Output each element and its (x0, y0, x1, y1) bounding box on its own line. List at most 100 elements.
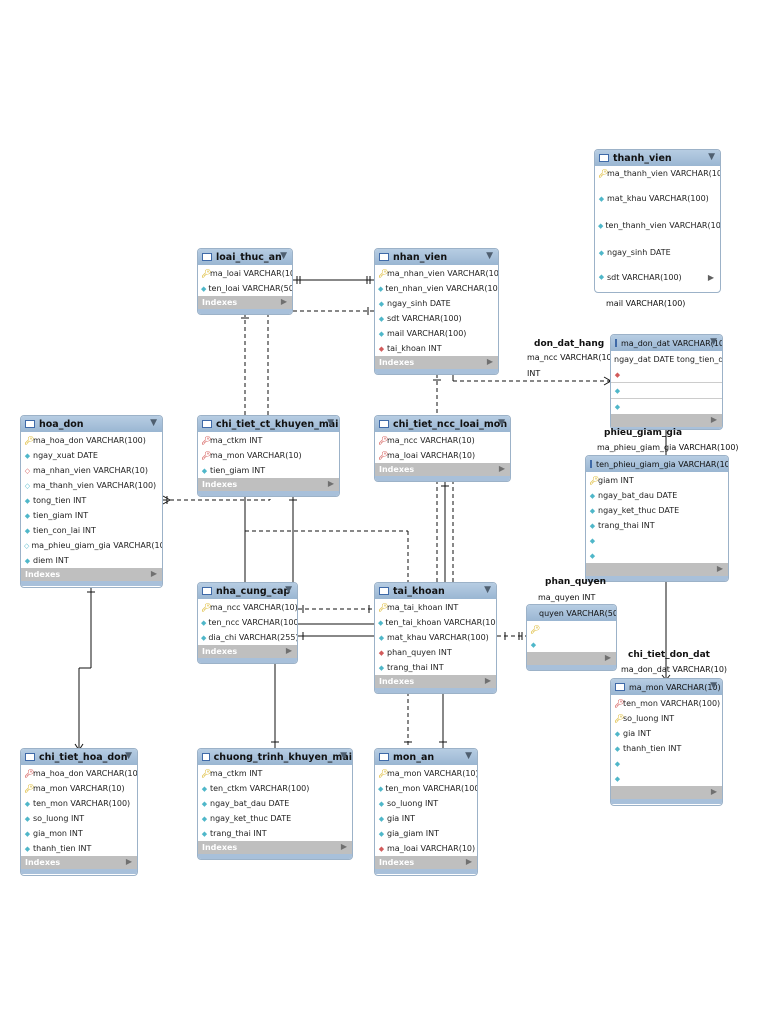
table-chuong-trinh-khuyen-mai[interactable]: chuong_trinh_khuyen_mai▼ 🔑︎ma_ctkm INT ◆… (197, 748, 353, 860)
table-header[interactable]: loai_thuc_an▼ (198, 249, 292, 265)
column[interactable]: ◆ (586, 533, 728, 548)
column[interactable]: ◆trang_thai INT (378, 663, 444, 672)
table-header[interactable]: chi_tiet_ct_khuyen_mai▼ (198, 416, 339, 432)
column[interactable]: 🔑︎ma_tai_khoan INT (378, 602, 459, 612)
expand-arrow-icon[interactable]: ▶ (285, 646, 292, 655)
column[interactable]: 🔑︎ma_hoa_don VARCHAR(100) (24, 435, 146, 445)
collapse-arrow-icon[interactable]: ▼ (708, 152, 715, 162)
column[interactable]: 🔑︎ma_mon VARCHAR(10) (201, 450, 302, 460)
table-header[interactable]: tai_khoan▼ (375, 583, 496, 599)
expand-arrow-icon[interactable]: ▶ (486, 357, 493, 366)
column[interactable]: ◆mat_khau VARCHAR(100) (598, 194, 709, 203)
expand-arrow-icon[interactable]: ▶ (340, 842, 347, 851)
indexes-section[interactable]: Indexes▶ (21, 856, 137, 869)
column[interactable]: ◆ (611, 367, 722, 382)
column[interactable]: 🔑︎ma_ncc VARCHAR(10) (201, 602, 298, 612)
column[interactable]: ◆diem INT (24, 556, 69, 565)
table-tai-khoan[interactable]: tai_khoan▼ 🔑︎ma_tai_khoan INT ◆ten_tai_k… (374, 582, 497, 694)
column[interactable]: ◆phan_quyen INT (378, 648, 452, 657)
column[interactable]: 🔑︎ma_thanh_vien VARCHAR(100) (598, 168, 721, 178)
table-nha-cung-cap[interactable]: nha_cung_cap▼ 🔑︎ma_ncc VARCHAR(10) ◆ten_… (197, 582, 298, 664)
column[interactable]: 🔑︎so_luong INT (614, 713, 675, 723)
column[interactable]: ◆ten_ncc VARCHAR(100) (201, 618, 298, 627)
table-chi-tiet-hoa-don[interactable]: chi_tiet_hoa_don▼ 🔑︎ma_hoa_don VARCHAR(1… (20, 748, 138, 876)
expand-arrow-icon[interactable]: ▶ (484, 676, 491, 685)
collapse-arrow-icon[interactable]: ▼ (710, 681, 717, 691)
column[interactable]: 🔑︎ma_mon VARCHAR(10) (378, 768, 478, 778)
column[interactable]: ◆gia INT (378, 814, 415, 823)
column[interactable]: ◆tai_khoan INT (378, 344, 442, 353)
column[interactable]: ◆tien_giam INT (201, 466, 266, 475)
expand-arrow-icon[interactable]: ▶ (716, 564, 723, 573)
column[interactable]: ngay_dat DATE tong_tien_dat (614, 355, 723, 364)
table-phan-quyen[interactable]: quyen VARCHAR(50) 🔑︎ ◆ ▶ (526, 604, 617, 671)
column[interactable]: ◆ (611, 382, 722, 399)
table-header[interactable]: chuong_trinh_khuyen_mai▼ (198, 749, 352, 765)
indexes-section[interactable]: Indexes▶ (198, 841, 352, 854)
column[interactable]: ◆ngay_bat_dau DATE (201, 799, 290, 808)
column[interactable]: ◆ten_thanh_vien VARCHAR(100) (598, 221, 721, 230)
indexes-section[interactable]: Indexes▶ (375, 356, 498, 369)
expand-arrow-icon[interactable]: ▶ (150, 569, 157, 578)
indexes-section[interactable]: Indexes▶ (375, 463, 510, 476)
collapse-arrow-icon[interactable]: ▼ (710, 337, 717, 347)
column[interactable]: 🔑︎ma_ncc VARCHAR(10) (378, 435, 475, 445)
table-header[interactable]: chi_tiet_ncc_loai_mon▼ (375, 416, 510, 432)
column[interactable]: 🔑︎ma_ctkm INT (201, 768, 263, 778)
column[interactable]: ◆ (586, 548, 728, 563)
column[interactable]: ◆ma_loai VARCHAR(10) (378, 844, 476, 853)
table-chi-tiet-don-dat[interactable]: ma_mon VARCHAR(10)▼ 🔑︎ten_mon VARCHAR(10… (610, 678, 723, 806)
column[interactable]: ◆mail VARCHAR(100) (378, 329, 467, 338)
column[interactable]: ◇ma_thanh_vien VARCHAR(100) (24, 481, 157, 490)
column[interactable]: ◆thanh_tien INT (24, 844, 92, 853)
column[interactable]: ◆ngay_ket_thuc DATE (589, 506, 680, 515)
column[interactable]: ◆sdt VARCHAR(100)▶ (598, 272, 714, 282)
column[interactable]: 🔑︎giam INT (589, 475, 634, 485)
collapse-arrow-icon[interactable]: ▼ (150, 418, 157, 428)
indexes-section[interactable]: Indexes▶ (375, 675, 496, 688)
table-chi-tiet-ncc-loai-mon[interactable]: chi_tiet_ncc_loai_mon▼ 🔑︎ma_ncc VARCHAR(… (374, 415, 511, 482)
column[interactable]: ◆ngay_sinh DATE (598, 248, 671, 257)
column[interactable]: ◆gia_mon INT (24, 829, 83, 838)
expand-arrow-icon[interactable]: ▶ (327, 479, 334, 488)
column[interactable]: 🔑︎ma_loai VARCHAR(10) (201, 268, 293, 278)
indexes-section[interactable]: ▶ (527, 652, 616, 665)
indexes-section[interactable]: Indexes▶ (375, 856, 477, 869)
indexes-section[interactable]: ▶ (611, 414, 722, 427)
expand-arrow-icon[interactable]: ▶ (465, 857, 472, 866)
column[interactable]: ◆trang_thai INT (589, 521, 655, 530)
expand-arrow-icon[interactable]: ▶ (604, 653, 611, 662)
collapse-arrow-icon[interactable]: ▼ (465, 751, 472, 761)
column[interactable]: 🔑︎ma_hoa_don VARCHAR(100) (24, 768, 138, 778)
indexes-section[interactable]: ▶ (586, 563, 728, 576)
column[interactable]: ◆ngay_ket_thuc DATE (201, 814, 292, 823)
table-header[interactable]: hoa_don▼ (21, 416, 162, 432)
collapse-arrow-icon[interactable]: ▼ (285, 585, 292, 595)
column[interactable]: ◆thanh_tien INT (614, 744, 682, 753)
column[interactable]: 🔑︎ma_loai VARCHAR(10) (378, 450, 476, 460)
column[interactable]: ◆trang_thai INT (201, 829, 267, 838)
column[interactable]: ◇ma_phieu_giam_gia VARCHAR(100) (24, 541, 163, 550)
expand-arrow-icon[interactable]: ▶ (710, 415, 717, 424)
table-thanh-vien[interactable]: thanh_vien▼ 🔑︎ma_thanh_vien VARCHAR(100)… (594, 149, 721, 293)
column[interactable]: ◆ (611, 756, 722, 771)
collapse-arrow-icon[interactable]: ▼ (498, 418, 505, 428)
column[interactable]: ◇ma_nhan_vien VARCHAR(10) (24, 466, 148, 475)
table-header[interactable]: nhan_vien▼ (375, 249, 498, 265)
column[interactable]: ◆ (611, 771, 722, 786)
table-header[interactable]: nha_cung_cap▼ (198, 583, 297, 599)
column[interactable]: ◆ (611, 399, 722, 414)
collapse-arrow-icon[interactable]: ▼ (327, 418, 334, 428)
column[interactable]: ◆tien_con_lai INT (24, 526, 96, 535)
collapse-arrow-icon[interactable]: ▼ (486, 251, 493, 261)
column[interactable]: ◆dia_chi VARCHAR(255) (201, 633, 298, 642)
table-chi-tiet-ct-khuyen-mai[interactable]: chi_tiet_ct_khuyen_mai▼ 🔑︎ma_ctkm INT 🔑︎… (197, 415, 340, 497)
table-header[interactable]: ma_mon VARCHAR(10)▼ (611, 679, 722, 695)
expand-arrow-icon[interactable]: ▶ (498, 464, 505, 473)
column[interactable]: 🔑︎ma_mon VARCHAR(10) (24, 783, 125, 793)
indexes-section[interactable]: Indexes▶ (21, 568, 162, 581)
table-phieu-giam-gia[interactable]: ten_phieu_giam_gia VARCHAR(100) 🔑︎giam I… (585, 455, 729, 582)
column[interactable]: ◆ten_loai VARCHAR(50) (201, 284, 293, 293)
column[interactable]: 🔑︎ma_nhan_vien VARCHAR(10) (378, 268, 499, 278)
table-header[interactable]: ma_don_dat VARCHAR(10)▼ (611, 335, 722, 351)
